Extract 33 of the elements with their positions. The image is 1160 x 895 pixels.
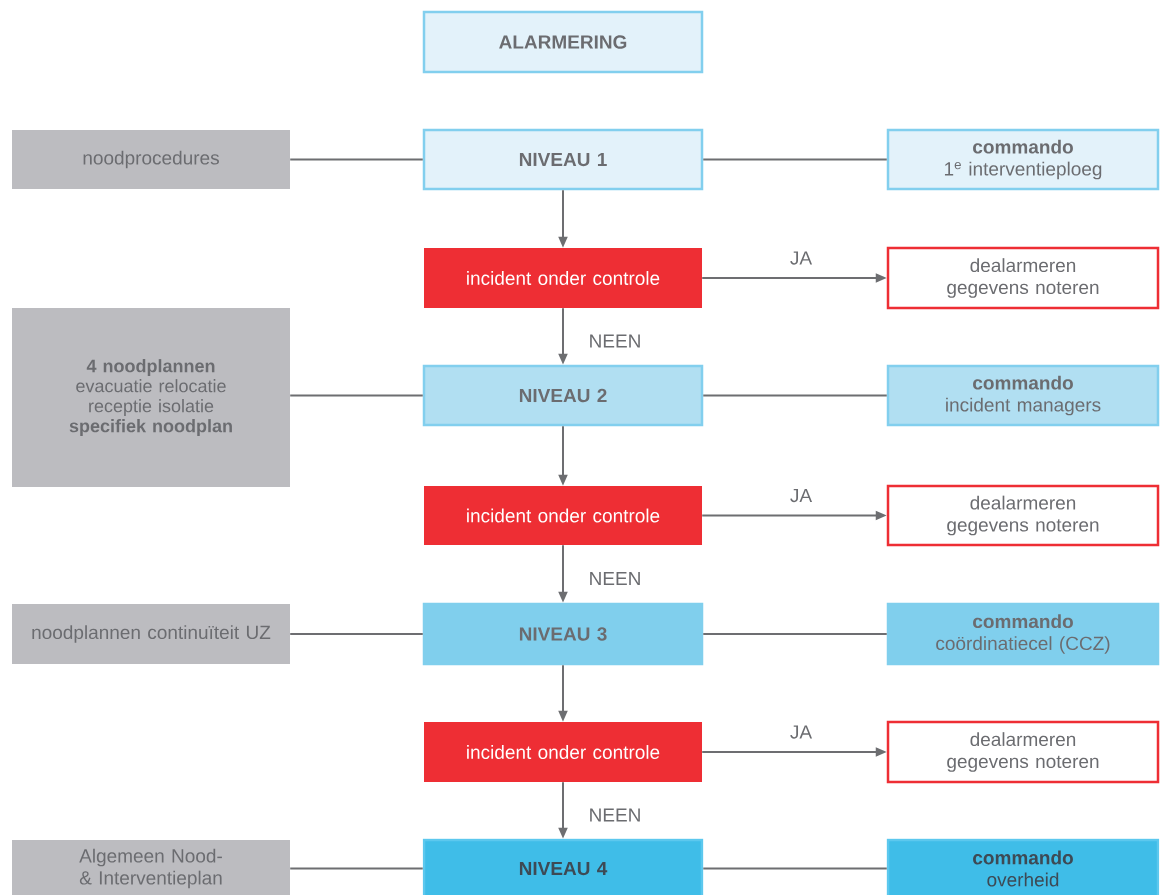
connector-line bbox=[289, 394, 424, 397]
connector-line bbox=[289, 867, 424, 870]
level-box: NIVEAU 1 bbox=[422, 128, 704, 191]
connector-line bbox=[702, 394, 888, 397]
connector-line bbox=[702, 633, 888, 635]
procedure-box: noodplannen continuïteit UZ bbox=[12, 604, 290, 664]
decision-box: incident onder controle bbox=[424, 722, 702, 782]
connector-line bbox=[702, 867, 888, 870]
procedure-box: Algemeen Nood- & Interventieplan bbox=[12, 840, 290, 895]
level-box: NIVEAU 2 bbox=[422, 364, 704, 427]
command-box: commando coördinatiecel (CCZ) bbox=[886, 602, 1160, 666]
level-box: NIVEAU 3 bbox=[422, 602, 704, 666]
action-box: dealarmeren gegevens noteren bbox=[886, 246, 1160, 310]
connector-line bbox=[702, 158, 888, 161]
edge-label: NEEN bbox=[587, 333, 643, 349]
connector-line bbox=[289, 158, 424, 161]
edge-label: NEEN bbox=[587, 807, 643, 823]
decision-box: incident onder controle bbox=[424, 248, 702, 308]
action-box: dealarmeren gegevens noteren bbox=[886, 484, 1160, 547]
edge-label: NEEN bbox=[587, 570, 643, 587]
edge-label: JA bbox=[788, 487, 814, 504]
edge-label: JA bbox=[788, 724, 814, 740]
command-box: commando 1$^{e}$ interventieploeg bbox=[886, 128, 1160, 191]
connector-line bbox=[289, 633, 424, 635]
command-box: commando incident managers bbox=[886, 364, 1160, 427]
heading-box: ALARMERING bbox=[422, 10, 704, 74]
action-box: dealarmeren gegevens noteren bbox=[886, 720, 1160, 784]
command-box: commando overheid bbox=[886, 838, 1160, 895]
decision-box: incident onder controle bbox=[424, 486, 702, 545]
procedure-box: noodprocedures bbox=[12, 130, 290, 189]
procedure-box: 4 noodplannen evacuatie relocatie receptie isolatie specifiek noodplan bbox=[12, 308, 290, 487]
level-box: NIVEAU 4 bbox=[422, 838, 704, 895]
edge-label: JA bbox=[788, 250, 814, 266]
